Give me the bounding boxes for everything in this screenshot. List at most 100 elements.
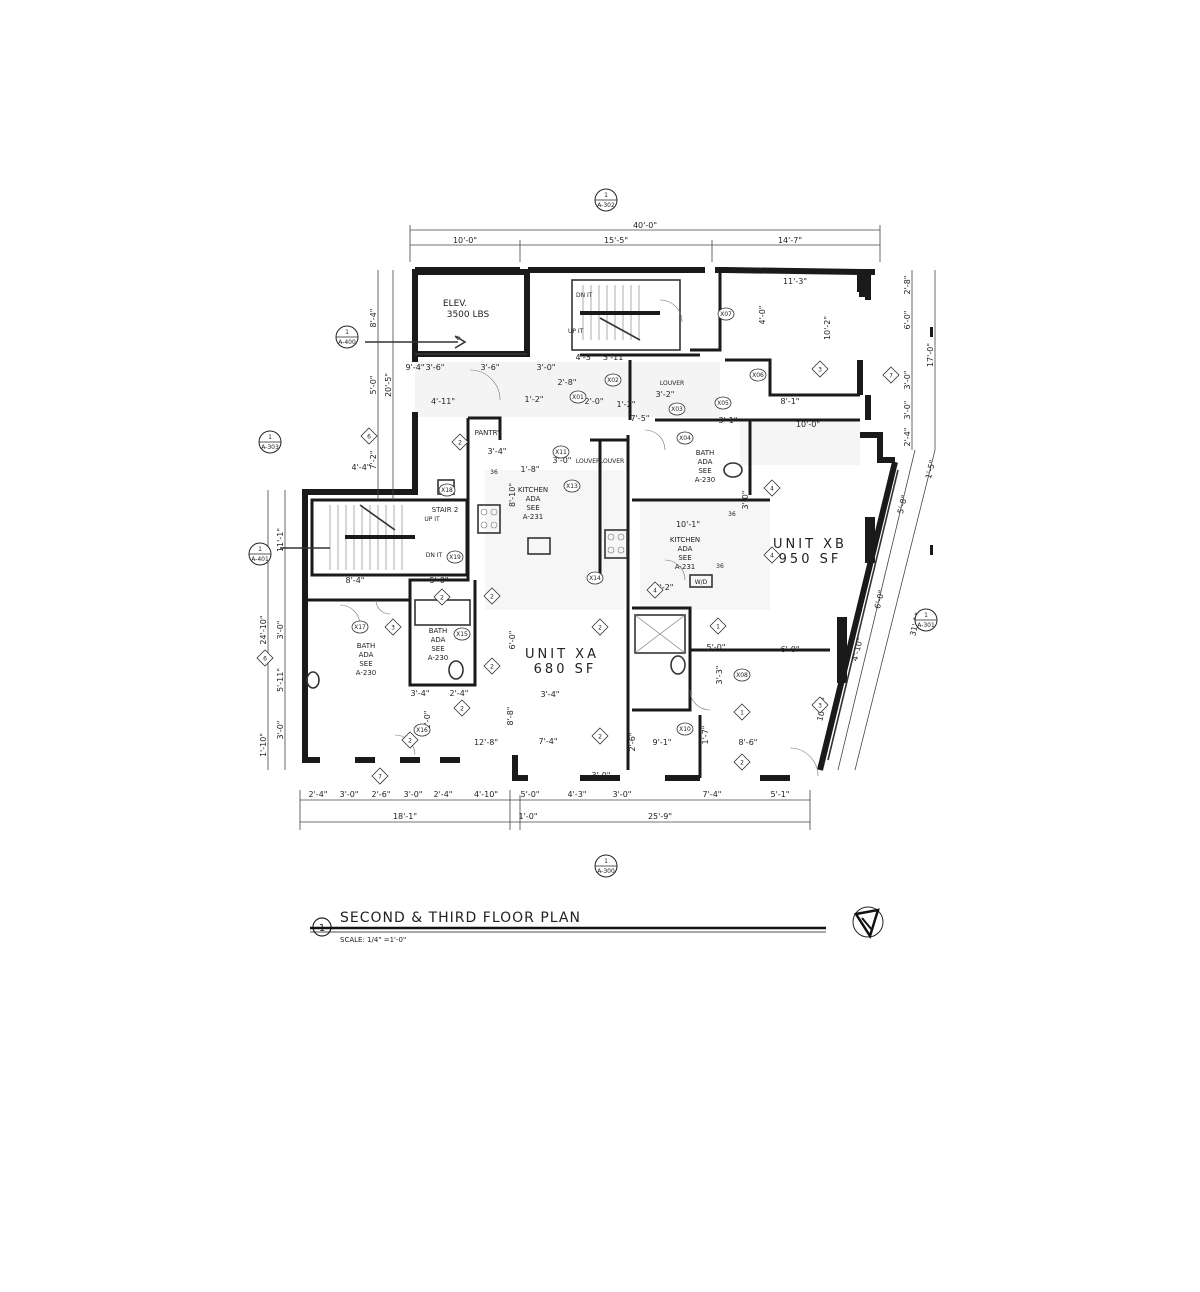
svg-text:A-301: A-301 (917, 622, 935, 629)
svg-text:X11: X11 (555, 449, 567, 456)
interior-dim-37: 2'-8" (558, 378, 577, 387)
wall-type-tag-2-2: 2 (451, 433, 469, 451)
left-dim-2: 5'-0" (369, 376, 378, 395)
interior-dim-42: 1'-2" (617, 400, 636, 409)
bottom-dim-0: 2'-4" (309, 790, 328, 799)
door-tag-x18: X18 (438, 483, 456, 497)
stair-2: STAIR 2 UP IT DN IT (310, 498, 469, 577)
interior-dim-26: 8'-8" (506, 707, 515, 726)
stair-2-label: STAIR 2 (432, 506, 459, 514)
left-dim-7: 5'-11" (276, 668, 285, 692)
svg-text:ADA: ADA (359, 651, 374, 659)
wall-type-tag-3-11: 3 (384, 618, 402, 636)
svg-text:X18: X18 (441, 487, 453, 494)
interior-dim-16: 10'-2" (823, 316, 832, 340)
wall-type-tag-2-8: 2 (733, 753, 751, 771)
wall-type-tag-7-20: 7 (371, 767, 389, 785)
left-dim-5: 24'-10" (259, 615, 268, 644)
svg-text:1: 1 (268, 434, 272, 441)
svg-text:2: 2 (490, 664, 494, 671)
plan-title: SECOND & THIRD FLOOR PLAN (340, 910, 581, 926)
bottom-dim-9: 7'-4" (703, 790, 722, 799)
top-dim-1: 10'-0" (453, 236, 477, 245)
interior-dim-24: 12'-8" (474, 738, 498, 747)
svg-text:2: 2 (440, 595, 444, 602)
door-tag-x17: X17 (351, 620, 369, 634)
wall-type-tag-2-9: 2 (433, 588, 451, 606)
svg-text:X04: X04 (679, 435, 691, 442)
right-dim-2: 17'-0" (926, 343, 935, 367)
room-labels: PANTRY KITCHEN ADA SEE A-231 KITCHEN ADA… (356, 380, 847, 677)
svg-text:X15: X15 (456, 631, 468, 638)
svg-text:A-230: A-230 (428, 654, 449, 662)
door-tag-x16: X16 (413, 723, 431, 737)
wall-type-tag-1-0: 1 (709, 617, 727, 635)
svg-text:X16: X16 (416, 727, 428, 734)
interior-dim-1: 3'-6" (481, 363, 500, 372)
svg-text:6: 6 (367, 434, 371, 441)
svg-text:ADA: ADA (431, 636, 446, 644)
top-dim-3: 14'-7" (778, 236, 802, 245)
svg-text:X07: X07 (720, 311, 732, 318)
interior-dim-31: 3'-2" (655, 583, 674, 592)
north-arrow-icon (852, 906, 884, 939)
bath-b-label: BATH ADA SEE A-230 (695, 449, 716, 484)
svg-text:X13: X13 (566, 483, 578, 490)
right-dim-6: 1'-5" (924, 459, 937, 480)
wall-type-tag-6-17: 6 (360, 427, 378, 445)
louver-label-2: LOUVER (576, 458, 600, 465)
door-tag-x19: X19 (446, 550, 464, 564)
svg-text:BATH: BATH (357, 642, 376, 650)
svg-text:SEE: SEE (698, 467, 711, 475)
equipment-36-a: 36 (490, 469, 498, 476)
interior-dim-2: 3'-0" (537, 363, 556, 372)
equipment-36-b: 36 (716, 563, 724, 570)
wall-type-tag-4-15: 4 (763, 546, 781, 564)
elevator-label: ELEV. (443, 299, 467, 309)
bottom-dim-6: 5'-0" (521, 790, 540, 799)
stair-2-dn: DN IT (426, 552, 443, 559)
bottom-dim-4: 2'-4" (434, 790, 453, 799)
door-tag-x04: X04 (676, 431, 694, 445)
interior-dim-34: 2'-6" (628, 733, 637, 752)
bottom-dim-3: 3'-0" (404, 790, 423, 799)
interior-dim-22: 2'-4" (450, 689, 469, 698)
door-tag-x10: X10 (676, 722, 694, 736)
section-mark-a-300: 1A-300 (594, 854, 618, 878)
unit-xb-name: UNIT XB (773, 537, 847, 552)
svg-text:SEE: SEE (526, 504, 539, 512)
right-dim-0: 2'-8" (903, 276, 912, 295)
unit-xa-name: UNIT XA (525, 647, 599, 662)
svg-text:A-231: A-231 (523, 513, 544, 521)
svg-text:X19: X19 (449, 554, 461, 561)
interior-dim-43: 3'-0" (592, 771, 611, 780)
bottom-overall-dim-0: 18'-1" (393, 812, 417, 821)
svg-text:2: 2 (458, 440, 462, 447)
door-tag-x05: X05 (714, 396, 732, 410)
bottom-dim-10: 5'-1" (771, 790, 790, 799)
svg-text:A-231: A-231 (675, 563, 696, 571)
bottom-dim-8: 3'-0" (613, 790, 632, 799)
door-tag-x13: X13 (563, 479, 581, 493)
wall-type-tag-2-6: 2 (591, 618, 609, 636)
svg-text:2: 2 (490, 594, 494, 601)
pantry-label: PANTRY (475, 429, 502, 437)
stair-2-up: UP IT (424, 516, 440, 523)
louver-label-1: LOUVER (660, 380, 684, 387)
top-dim-overall: 40'-0" (633, 221, 657, 230)
unit-xb-area: 950 SF (779, 552, 842, 567)
section-cut-lines (280, 327, 933, 555)
door-tag-x08: X08 (733, 668, 751, 682)
right-dim-7: 5'-8" (896, 494, 909, 515)
svg-text:ADA: ADA (526, 495, 541, 503)
svg-text:SEE: SEE (678, 554, 691, 562)
door-tag-x06: X06 (749, 368, 767, 382)
bottom-dim-5: 4'-10" (474, 790, 498, 799)
svg-text:2: 2 (598, 625, 602, 632)
svg-text:1: 1 (604, 858, 608, 865)
wall-type-tag-2-10: 2 (401, 731, 419, 749)
bottom-overall-dim-1: 1'-0" (519, 812, 538, 821)
stair-1-dn: DN IT (576, 292, 593, 299)
right-dimensions (837, 270, 936, 771)
